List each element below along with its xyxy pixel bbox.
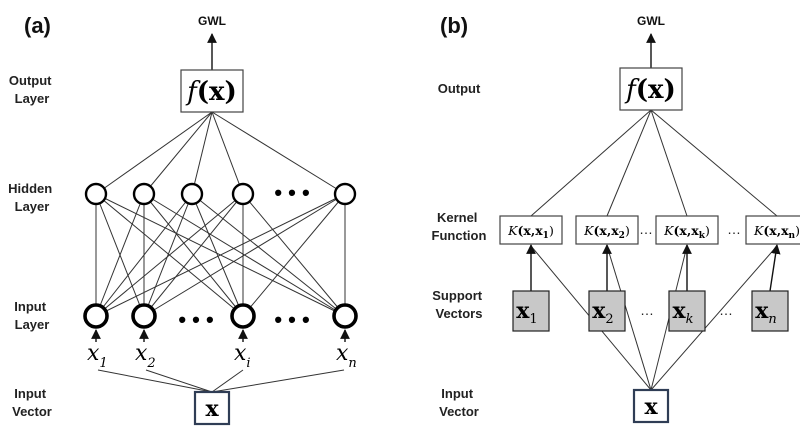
input-neuron xyxy=(131,303,157,329)
panel-a-connections xyxy=(91,111,350,393)
panel-b-kernel-ellipsis-2: … xyxy=(727,221,741,237)
input-variable-label: x2 xyxy=(135,341,156,371)
panel-a-input-vector-box xyxy=(193,390,231,426)
input-hidden-edge xyxy=(143,193,244,317)
kernel-function-box xyxy=(655,215,719,245)
vector-variable-edge xyxy=(145,369,213,393)
input-hidden-edge xyxy=(191,193,346,317)
input-hidden-edge xyxy=(242,193,346,317)
input-hidden-edge xyxy=(95,193,244,317)
input-variable-label: xi xyxy=(234,341,251,371)
panel-b: (b) GWL Output Kernel Function Support V… xyxy=(432,13,800,424)
vector-variable-edge xyxy=(211,369,345,393)
panel-b-kernel-label: Kernel Function xyxy=(432,210,487,243)
panel-b-support-label: Support Vectors xyxy=(432,288,485,321)
hidden-neuron xyxy=(231,182,255,206)
support-vector-node: x2 xyxy=(588,290,626,332)
panel-a: (a) GWL Output Layer Hidden Layer Input … xyxy=(8,13,358,426)
input-hidden-edge xyxy=(143,193,193,317)
panel-b-label: (b) xyxy=(440,13,468,38)
panel-a-output-layer-label: Output Layer xyxy=(9,73,55,106)
hidden-neuron xyxy=(84,182,108,206)
panel-b-input-vector-box xyxy=(632,388,670,424)
panel-a-input-vector-symbol: x xyxy=(205,396,219,422)
panel-a-output-function: f(x) xyxy=(185,77,237,107)
kernel-output-edge xyxy=(650,109,778,217)
kernel-function-box xyxy=(745,215,800,245)
support-vector-text: x2 xyxy=(592,298,613,327)
panel-b-support-vectors: x1 x2 xk xn xyxy=(512,290,789,332)
hidden-neuron xyxy=(180,182,204,206)
panel-b-output-label: Output xyxy=(438,81,481,96)
support-vector-text: xn xyxy=(755,298,777,327)
input-variable-label: x1 xyxy=(87,341,108,371)
input-variable-label: xn xyxy=(336,341,357,371)
support-vector-text: x1 xyxy=(516,298,537,327)
support-vector-box xyxy=(588,290,626,332)
panel-a-hidden-ellipsis: • • • xyxy=(274,180,309,205)
panel-a-input-ellipsis-1: • • • xyxy=(178,307,213,332)
kernel-output-edge xyxy=(606,109,652,217)
support-vector-node: xn xyxy=(751,290,789,332)
kernel-function-text: K(x,xk) xyxy=(663,223,710,241)
input-hidden-edge xyxy=(143,193,346,317)
support-vector-box xyxy=(512,290,550,332)
panel-b-input-vector-symbol: x xyxy=(644,394,658,420)
panel-a-label: (a) xyxy=(24,13,51,38)
panel-a-input-nodes xyxy=(83,303,358,329)
hidden-output-edge xyxy=(211,111,346,195)
panel-b-input-vector-label: Input Vector xyxy=(439,386,479,419)
kernel-function-text: K(x,x1) xyxy=(507,223,554,241)
hidden-output-edge xyxy=(191,111,213,195)
kernel-function-box xyxy=(575,215,639,245)
support-vector-node: x1 xyxy=(512,290,550,332)
support-vector-box xyxy=(751,290,789,332)
panel-a-output-node xyxy=(180,69,244,113)
panel-a-hidden-nodes xyxy=(84,182,357,206)
vector-variable-edge xyxy=(97,369,213,393)
panel-a-gwl-label: GWL xyxy=(198,14,226,28)
vector-kernel-edge xyxy=(650,245,778,391)
kernel-function-node: K(x,x1) xyxy=(499,215,563,245)
panel-b-support-ellipsis-1: … xyxy=(640,302,654,318)
support-vector-node: xk xyxy=(668,290,706,332)
panel-a-input-layer-label: Input Layer xyxy=(14,299,49,332)
kernel-function-text: K(x,x2) xyxy=(583,223,630,241)
input-hidden-edge xyxy=(95,193,145,317)
panel-a-hidden-layer-label: Hidden Layer xyxy=(8,181,56,214)
panel-b-output-function: f(x) xyxy=(624,75,676,105)
kernel-output-edge xyxy=(530,109,652,217)
hidden-neuron xyxy=(132,182,156,206)
vector-kernel-edge xyxy=(606,245,652,391)
vector-variable-edge xyxy=(211,369,244,393)
kernel-function-node: K(x,x2) xyxy=(575,215,639,245)
panel-b-kernel-functions: K(x,x1) K(x,x2) K(x,xk) K(x,xn) xyxy=(499,215,800,245)
input-neuron xyxy=(83,303,109,329)
hidden-neuron xyxy=(333,182,357,206)
panel-a-input-ellipsis-2: • • • xyxy=(274,307,309,332)
kernel-function-box xyxy=(499,215,563,245)
support-vector-text: xk xyxy=(672,298,693,327)
support-kernel-arrow xyxy=(769,244,781,292)
kernel-function-node: K(x,xk) xyxy=(655,215,719,245)
panel-a-input-variables: x1 x2 xi xn xyxy=(87,341,357,371)
kernel-function-node: K(x,xn) xyxy=(745,215,800,245)
kernel-output-edge xyxy=(650,109,688,217)
input-hidden-edge xyxy=(95,193,346,317)
kernel-function-text: K(x,xn) xyxy=(753,223,800,241)
input-hidden-edge xyxy=(191,193,244,317)
panel-b-kernel-ellipsis-1: … xyxy=(639,221,653,237)
panel-b-support-ellipsis-2: … xyxy=(719,302,733,318)
panel-a-input-vector-label: Input Vector xyxy=(12,386,52,419)
support-vector-box xyxy=(668,290,706,332)
input-neuron xyxy=(332,303,358,329)
panel-b-output-node xyxy=(619,67,683,111)
panel-b-connections xyxy=(526,109,781,391)
hidden-output-edge xyxy=(95,111,213,195)
panel-b-gwl-label: GWL xyxy=(637,14,665,28)
input-neuron xyxy=(230,303,256,329)
hidden-output-edge xyxy=(143,111,213,195)
hidden-output-edge xyxy=(211,111,244,195)
